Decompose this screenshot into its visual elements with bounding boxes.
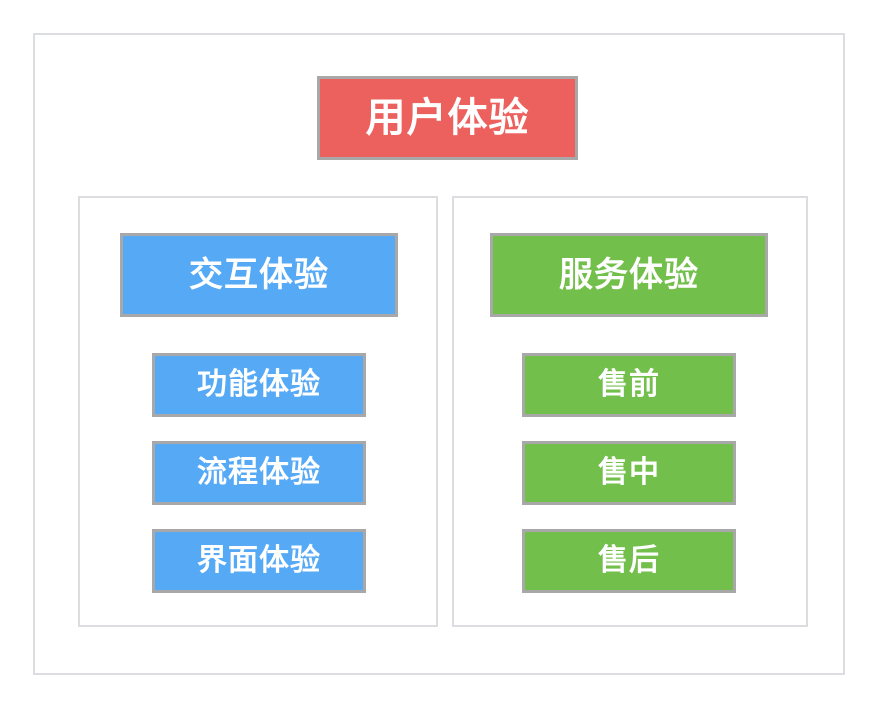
node-after-sales[interactable]: 售后 xyxy=(522,529,736,593)
node-label-after-sales: 售后 xyxy=(598,544,660,577)
node-service-experience[interactable]: 服务体验 xyxy=(490,233,768,317)
node-label-pre-sales: 售前 xyxy=(598,368,660,401)
node-label-process-experience: 流程体验 xyxy=(197,456,321,489)
node-label-functional-experience: 功能体验 xyxy=(197,368,321,401)
root-node-label: 用户体验 xyxy=(365,96,530,140)
node-interface-experience[interactable]: 界面体验 xyxy=(152,529,366,593)
node-label-service-experience: 服务体验 xyxy=(559,256,699,294)
node-label-interface-experience: 界面体验 xyxy=(197,544,321,577)
node-during-sales[interactable]: 售中 xyxy=(522,441,736,505)
node-label-interaction-experience: 交互体验 xyxy=(189,256,329,294)
node-interaction-experience[interactable]: 交互体验 xyxy=(120,233,398,317)
node-process-experience[interactable]: 流程体验 xyxy=(152,441,366,505)
node-label-during-sales: 售中 xyxy=(598,456,660,489)
node-functional-experience[interactable]: 功能体验 xyxy=(152,353,366,417)
root-node-user-experience[interactable]: 用户体验 xyxy=(317,76,578,160)
node-pre-sales[interactable]: 售前 xyxy=(522,353,736,417)
